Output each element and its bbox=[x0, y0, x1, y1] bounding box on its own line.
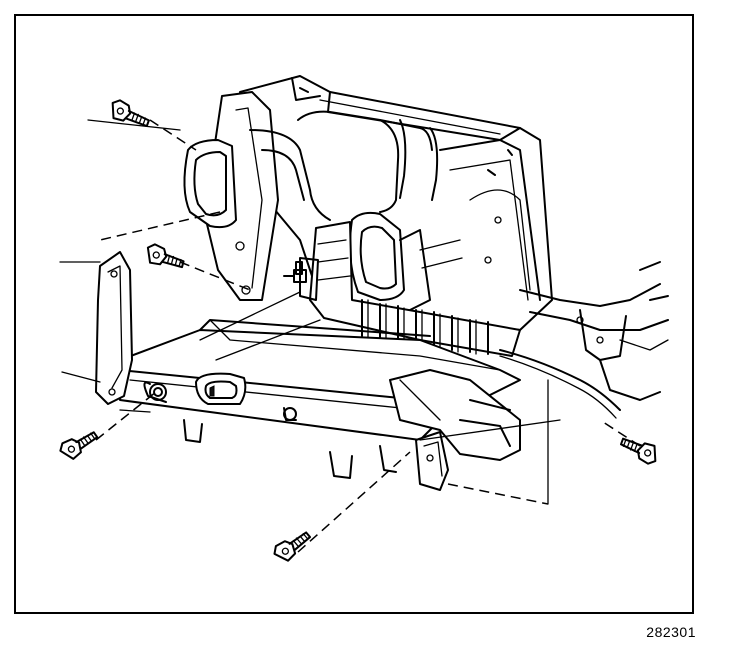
bolt-icon bbox=[146, 243, 185, 269]
bolt-icon bbox=[59, 431, 99, 460]
cross-beam-icon bbox=[95, 251, 521, 491]
bolt-icon bbox=[111, 99, 150, 128]
bolt-icon bbox=[273, 531, 312, 562]
bolt-icon bbox=[620, 437, 657, 465]
bolt-icon bbox=[283, 269, 307, 283]
right-frame-section-icon bbox=[499, 261, 669, 419]
hvac-housing-icon bbox=[183, 75, 553, 331]
finned-module-icon bbox=[295, 221, 521, 357]
figure-id-label: 282301 bbox=[646, 624, 696, 640]
